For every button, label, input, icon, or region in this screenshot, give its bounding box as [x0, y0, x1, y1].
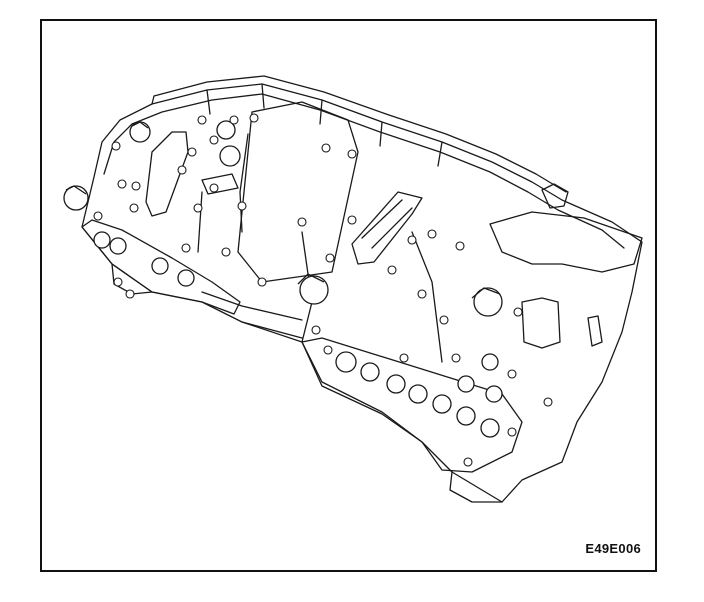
left-connector-strip: [81, 219, 241, 315]
bulb-socket: [457, 375, 475, 393]
cluster-housing-outline: [81, 83, 643, 503]
bulb-socket: [432, 394, 452, 414]
bulb-socket: [151, 257, 169, 275]
bulb-socket: [297, 273, 329, 305]
figure-code-label: E49E006: [585, 541, 641, 556]
bulb-socket: [408, 384, 428, 404]
bulb-socket: [63, 185, 89, 211]
bulb-socket: [485, 385, 503, 403]
bulb-socket: [456, 406, 476, 426]
lower-connector-panel: [301, 337, 523, 473]
left-gauge-window: [145, 131, 189, 217]
bulb-socket: [219, 145, 241, 167]
figure-frame: E49E006: [40, 19, 657, 572]
right-mounting-bracket: [489, 211, 643, 273]
terminal-holes: [93, 113, 553, 467]
bulb-socket: [471, 287, 503, 317]
bulb-socket: [177, 269, 195, 287]
right-gauge-window: [351, 191, 423, 265]
bulb-socket: [481, 353, 499, 371]
bulb-socket: [480, 418, 500, 438]
bulb-socket: [216, 120, 236, 140]
bulb-socket: [109, 237, 127, 255]
center-gauge-window: [237, 101, 359, 283]
bulb-socket: [335, 351, 357, 373]
bulb-socket: [386, 374, 406, 394]
bulb-socket: [129, 121, 151, 143]
instrument-cluster-rear-diagram: [63, 75, 643, 503]
bulb-socket: [93, 231, 111, 249]
bulb-socket: [360, 362, 380, 382]
